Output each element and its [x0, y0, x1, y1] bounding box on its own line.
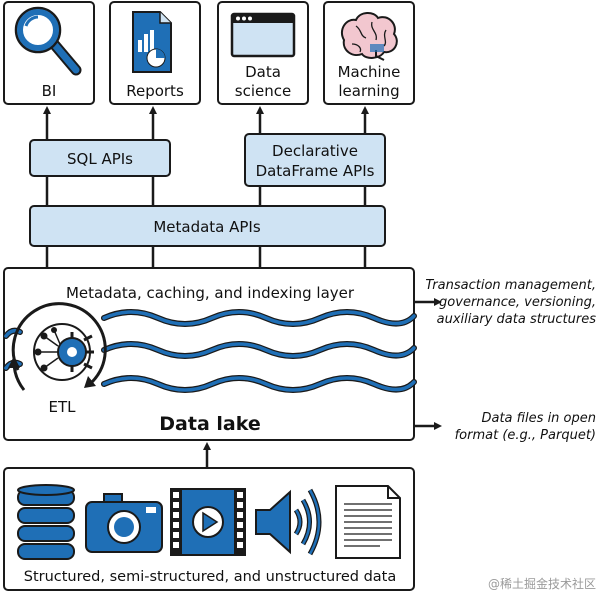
browser-window-icon	[230, 12, 296, 58]
sql-apis-box: SQL APIs	[29, 139, 171, 177]
consumer-machine-learning-label-line1: Machine	[338, 63, 401, 81]
data-lake-waves	[3, 309, 417, 393]
sql-apis-label: SQL APIs	[67, 150, 133, 168]
consumer-reports-label: Reports	[126, 82, 184, 100]
consumer-machine-learning-label-line2: learning	[338, 82, 399, 100]
consumer-bi: BI	[3, 1, 95, 105]
consumer-machine-learning: Machine learning	[323, 1, 415, 105]
camera-icon	[85, 493, 163, 553]
consumer-data-science-label-line1: Data	[245, 63, 281, 81]
transaction-annotation: Transaction management, governance, vers…	[425, 278, 596, 327]
video-icon	[170, 488, 246, 556]
brain-icon	[340, 12, 398, 61]
report-chart-icon	[132, 11, 172, 73]
etl-cycle-icon	[8, 302, 107, 391]
lakehouse-box: Metadata, caching, and indexing layer	[3, 267, 417, 441]
right-arrows	[414, 298, 442, 430]
audio-icon	[255, 488, 322, 556]
metadata-apis-label: Metadata APIs	[153, 218, 261, 236]
sources-box: Structured, semi-structured, and unstruc…	[3, 467, 415, 591]
database-icon	[17, 484, 75, 560]
declarative-apis-label-line1: Declarative	[272, 142, 358, 160]
data-lake-label: Data lake	[159, 413, 260, 435]
metadata-apis-box: Metadata APIs	[29, 205, 386, 247]
magnifier-icon	[14, 6, 82, 76]
transaction-annotation-line1: Transaction management,	[425, 278, 596, 293]
declarative-dataframe-apis-box: Declarative DataFrame APIs	[244, 133, 386, 187]
files-annotation: Data files in open format (e.g., Parquet…	[455, 411, 596, 443]
sources-label: Structured, semi-structured, and unstruc…	[24, 569, 397, 585]
consumer-reports: Reports	[109, 1, 201, 105]
watermark: @稀土掘金技术社区	[488, 576, 596, 591]
consumer-data-science: Data science	[217, 1, 309, 105]
etl-label: ETL	[49, 398, 77, 416]
files-annotation-line1: Data files in open	[481, 411, 596, 426]
consumer-bi-label: BI	[42, 82, 57, 100]
api-to-consumer-arrows	[43, 106, 369, 268]
consumer-data-science-label-line2: science	[235, 82, 291, 100]
transaction-annotation-line3: auxiliary data structures	[437, 312, 597, 327]
metadata-layer-title: Metadata, caching, and indexing layer	[66, 284, 355, 302]
files-annotation-line2: format (e.g., Parquet)	[455, 428, 596, 443]
document-icon	[335, 485, 401, 559]
transaction-annotation-line2: governance, versioning,	[439, 295, 596, 310]
declarative-apis-label-line2: DataFrame APIs	[256, 162, 375, 180]
